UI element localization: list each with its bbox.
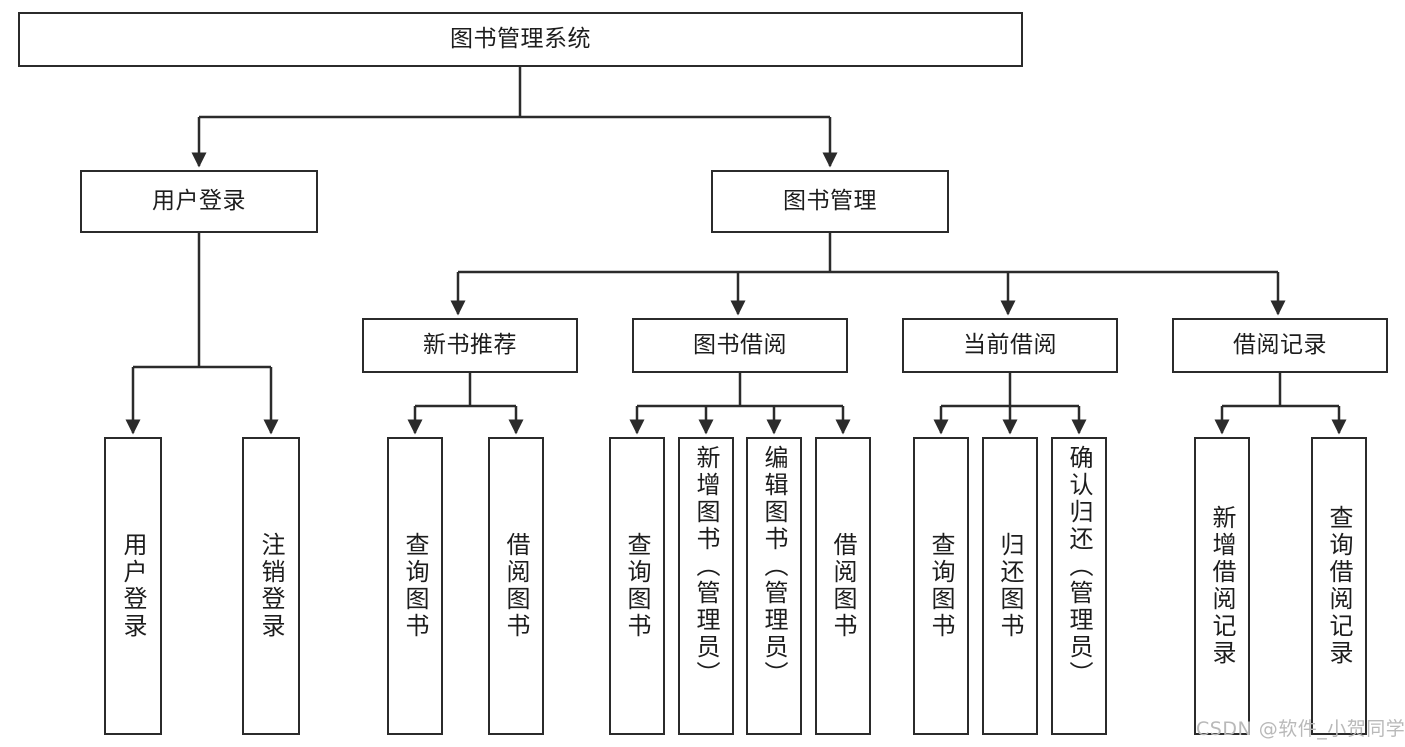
node-label: 注销登录 <box>257 532 285 640</box>
node-leaf-user-login[interactable]: 用户登录 <box>104 437 162 735</box>
node-label: 确认归还（管理员） <box>1065 445 1093 688</box>
node-label: 新增图书（管理员） <box>692 445 720 688</box>
node-leaf-logout[interactable]: 注销登录 <box>242 437 300 735</box>
node-leaf-borrow-book-recommend[interactable]: 借阅图书 <box>488 437 544 735</box>
node-label: 用户登录 <box>152 187 246 214</box>
node-leaf-add-borrow-record[interactable]: 新增借阅记录 <box>1194 437 1250 735</box>
node-leaf-confirm-return-admin[interactable]: 确认归还（管理员） <box>1051 437 1107 735</box>
node-leaf-query-book-recommend[interactable]: 查询图书 <box>387 437 443 735</box>
node-leaf-edit-book-admin[interactable]: 编辑图书（管理员） <box>746 437 802 735</box>
node-label: 用户登录 <box>119 532 147 640</box>
node-book-management[interactable]: 图书管理 <box>711 170 949 233</box>
node-leaf-query-borrow-record[interactable]: 查询借阅记录 <box>1311 437 1367 735</box>
node-label: 新书推荐 <box>423 331 517 358</box>
node-label: 查询图书 <box>927 532 955 640</box>
node-label: 借阅记录 <box>1233 331 1327 358</box>
node-leaf-query-book-borrow[interactable]: 查询图书 <box>609 437 665 735</box>
watermark-text: CSDN @软件_小贺同学 <box>1196 718 1405 740</box>
node-leaf-query-book-current[interactable]: 查询图书 <box>913 437 969 735</box>
node-label: 图书管理 <box>783 187 877 214</box>
node-borrow-record[interactable]: 借阅记录 <box>1172 318 1388 373</box>
node-label: 图书管理系统 <box>450 25 591 52</box>
node-label: 新增借阅记录 <box>1208 505 1236 667</box>
node-label: 编辑图书（管理员） <box>760 445 788 688</box>
node-label: 查询图书 <box>623 532 651 640</box>
node-leaf-add-book-admin[interactable]: 新增图书（管理员） <box>678 437 734 735</box>
node-label: 借阅图书 <box>502 532 530 640</box>
node-leaf-return-book[interactable]: 归还图书 <box>982 437 1038 735</box>
node-label: 图书借阅 <box>693 331 787 358</box>
node-label: 当前借阅 <box>963 331 1057 358</box>
node-leaf-borrow-book[interactable]: 借阅图书 <box>815 437 871 735</box>
node-current-borrow[interactable]: 当前借阅 <box>902 318 1118 373</box>
node-label: 归还图书 <box>996 532 1024 640</box>
node-root-book-management-system[interactable]: 图书管理系统 <box>18 12 1023 67</box>
node-label: 查询图书 <box>401 532 429 640</box>
node-user-login[interactable]: 用户登录 <box>80 170 318 233</box>
node-new-book-recommend[interactable]: 新书推荐 <box>362 318 578 373</box>
node-label: 查询借阅记录 <box>1325 505 1353 667</box>
node-book-borrow[interactable]: 图书借阅 <box>632 318 848 373</box>
node-label: 借阅图书 <box>829 532 857 640</box>
